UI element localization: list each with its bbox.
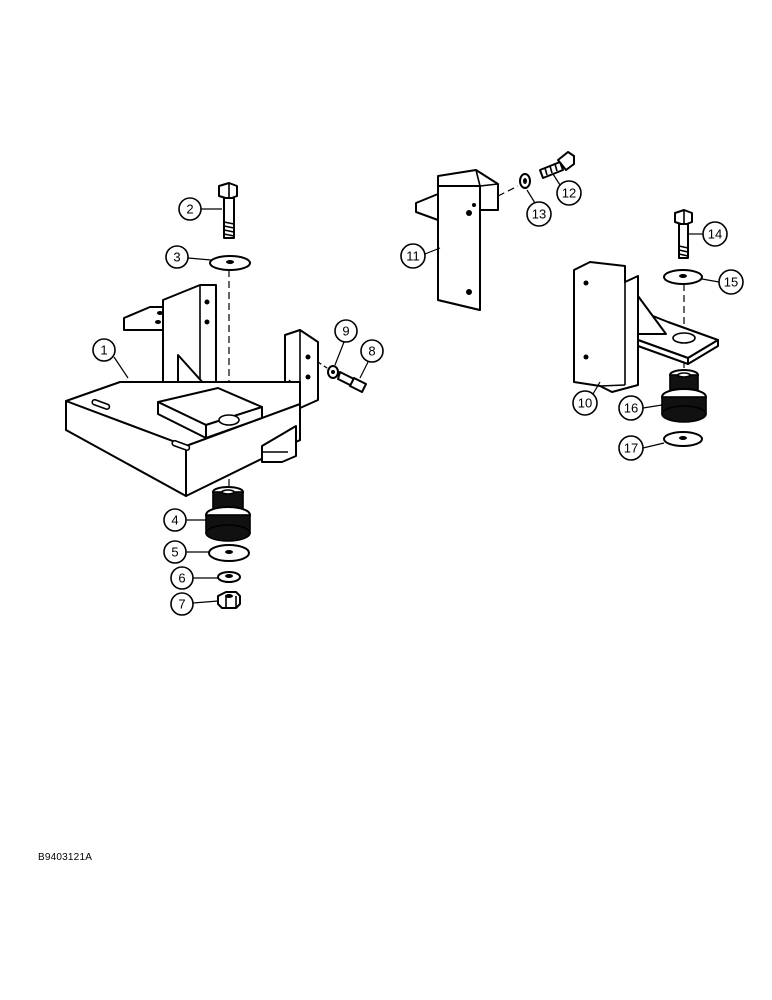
callout-label-16: 16 — [624, 401, 638, 416]
washer-13 — [519, 173, 531, 189]
bolt-2 — [218, 182, 238, 239]
nut-7 — [217, 591, 241, 609]
washer-3 — [209, 255, 251, 271]
callout-11: 11 — [400, 243, 441, 269]
callout-label-1: 1 — [100, 343, 107, 358]
callout-label-14: 14 — [708, 227, 722, 242]
callout-label-13: 13 — [532, 207, 546, 222]
callout-label-15: 15 — [724, 275, 738, 290]
washer-15 — [663, 269, 703, 285]
callout-6: 6 — [170, 566, 218, 590]
callout-3: 3 — [165, 245, 212, 269]
mounting-bracket-1 — [65, 284, 319, 497]
figure-id: B9403121A — [38, 852, 93, 863]
callout-label-12: 12 — [562, 186, 576, 201]
callout-label-10: 10 — [578, 396, 592, 411]
callout-label-2: 2 — [186, 202, 193, 217]
callout-label-11: 11 — [406, 249, 420, 264]
callout-4: 4 — [163, 508, 206, 532]
washer-17 — [663, 431, 703, 447]
plate-bracket-11 — [415, 169, 499, 311]
callout-7: 7 — [170, 592, 219, 616]
callout-12: 12 — [552, 173, 582, 206]
callout-label-9: 9 — [342, 324, 349, 339]
callout-16: 16 — [618, 395, 663, 421]
callout-label-6: 6 — [178, 571, 185, 586]
right-top-assembly — [415, 151, 575, 311]
callout-label-3: 3 — [173, 250, 180, 265]
isolator-4 — [205, 486, 251, 542]
callout-label-8: 8 — [368, 344, 375, 359]
centerline-bolt-12 — [497, 185, 519, 197]
callout-1: 1 — [92, 338, 129, 379]
callout-2: 2 — [178, 197, 222, 221]
callout-5: 5 — [163, 540, 209, 564]
right-mount-assembly — [573, 209, 719, 447]
callouts: 1 2 3 4 5 6 — [92, 173, 744, 616]
angle-bracket-10 — [573, 261, 719, 393]
callout-9: 9 — [334, 319, 358, 366]
bolt-12 — [539, 151, 575, 179]
bolt-8 — [317, 361, 367, 393]
lock-washer-9 — [327, 365, 339, 379]
callout-15: 15 — [701, 269, 744, 295]
isolator-16 — [661, 369, 707, 423]
callout-17: 17 — [618, 435, 665, 461]
callout-label-4: 4 — [171, 513, 178, 528]
lock-washer-6 — [217, 571, 241, 583]
callout-8: 8 — [359, 339, 384, 379]
callout-label-7: 7 — [178, 597, 185, 612]
callout-label-17: 17 — [624, 441, 638, 456]
left-mount-assembly — [65, 182, 367, 609]
washer-5 — [208, 544, 250, 562]
callout-14: 14 — [688, 221, 728, 247]
callout-10: 10 — [572, 381, 601, 416]
callout-13: 13 — [526, 189, 552, 227]
callout-label-5: 5 — [171, 545, 178, 560]
bolt-14 — [674, 209, 693, 259]
